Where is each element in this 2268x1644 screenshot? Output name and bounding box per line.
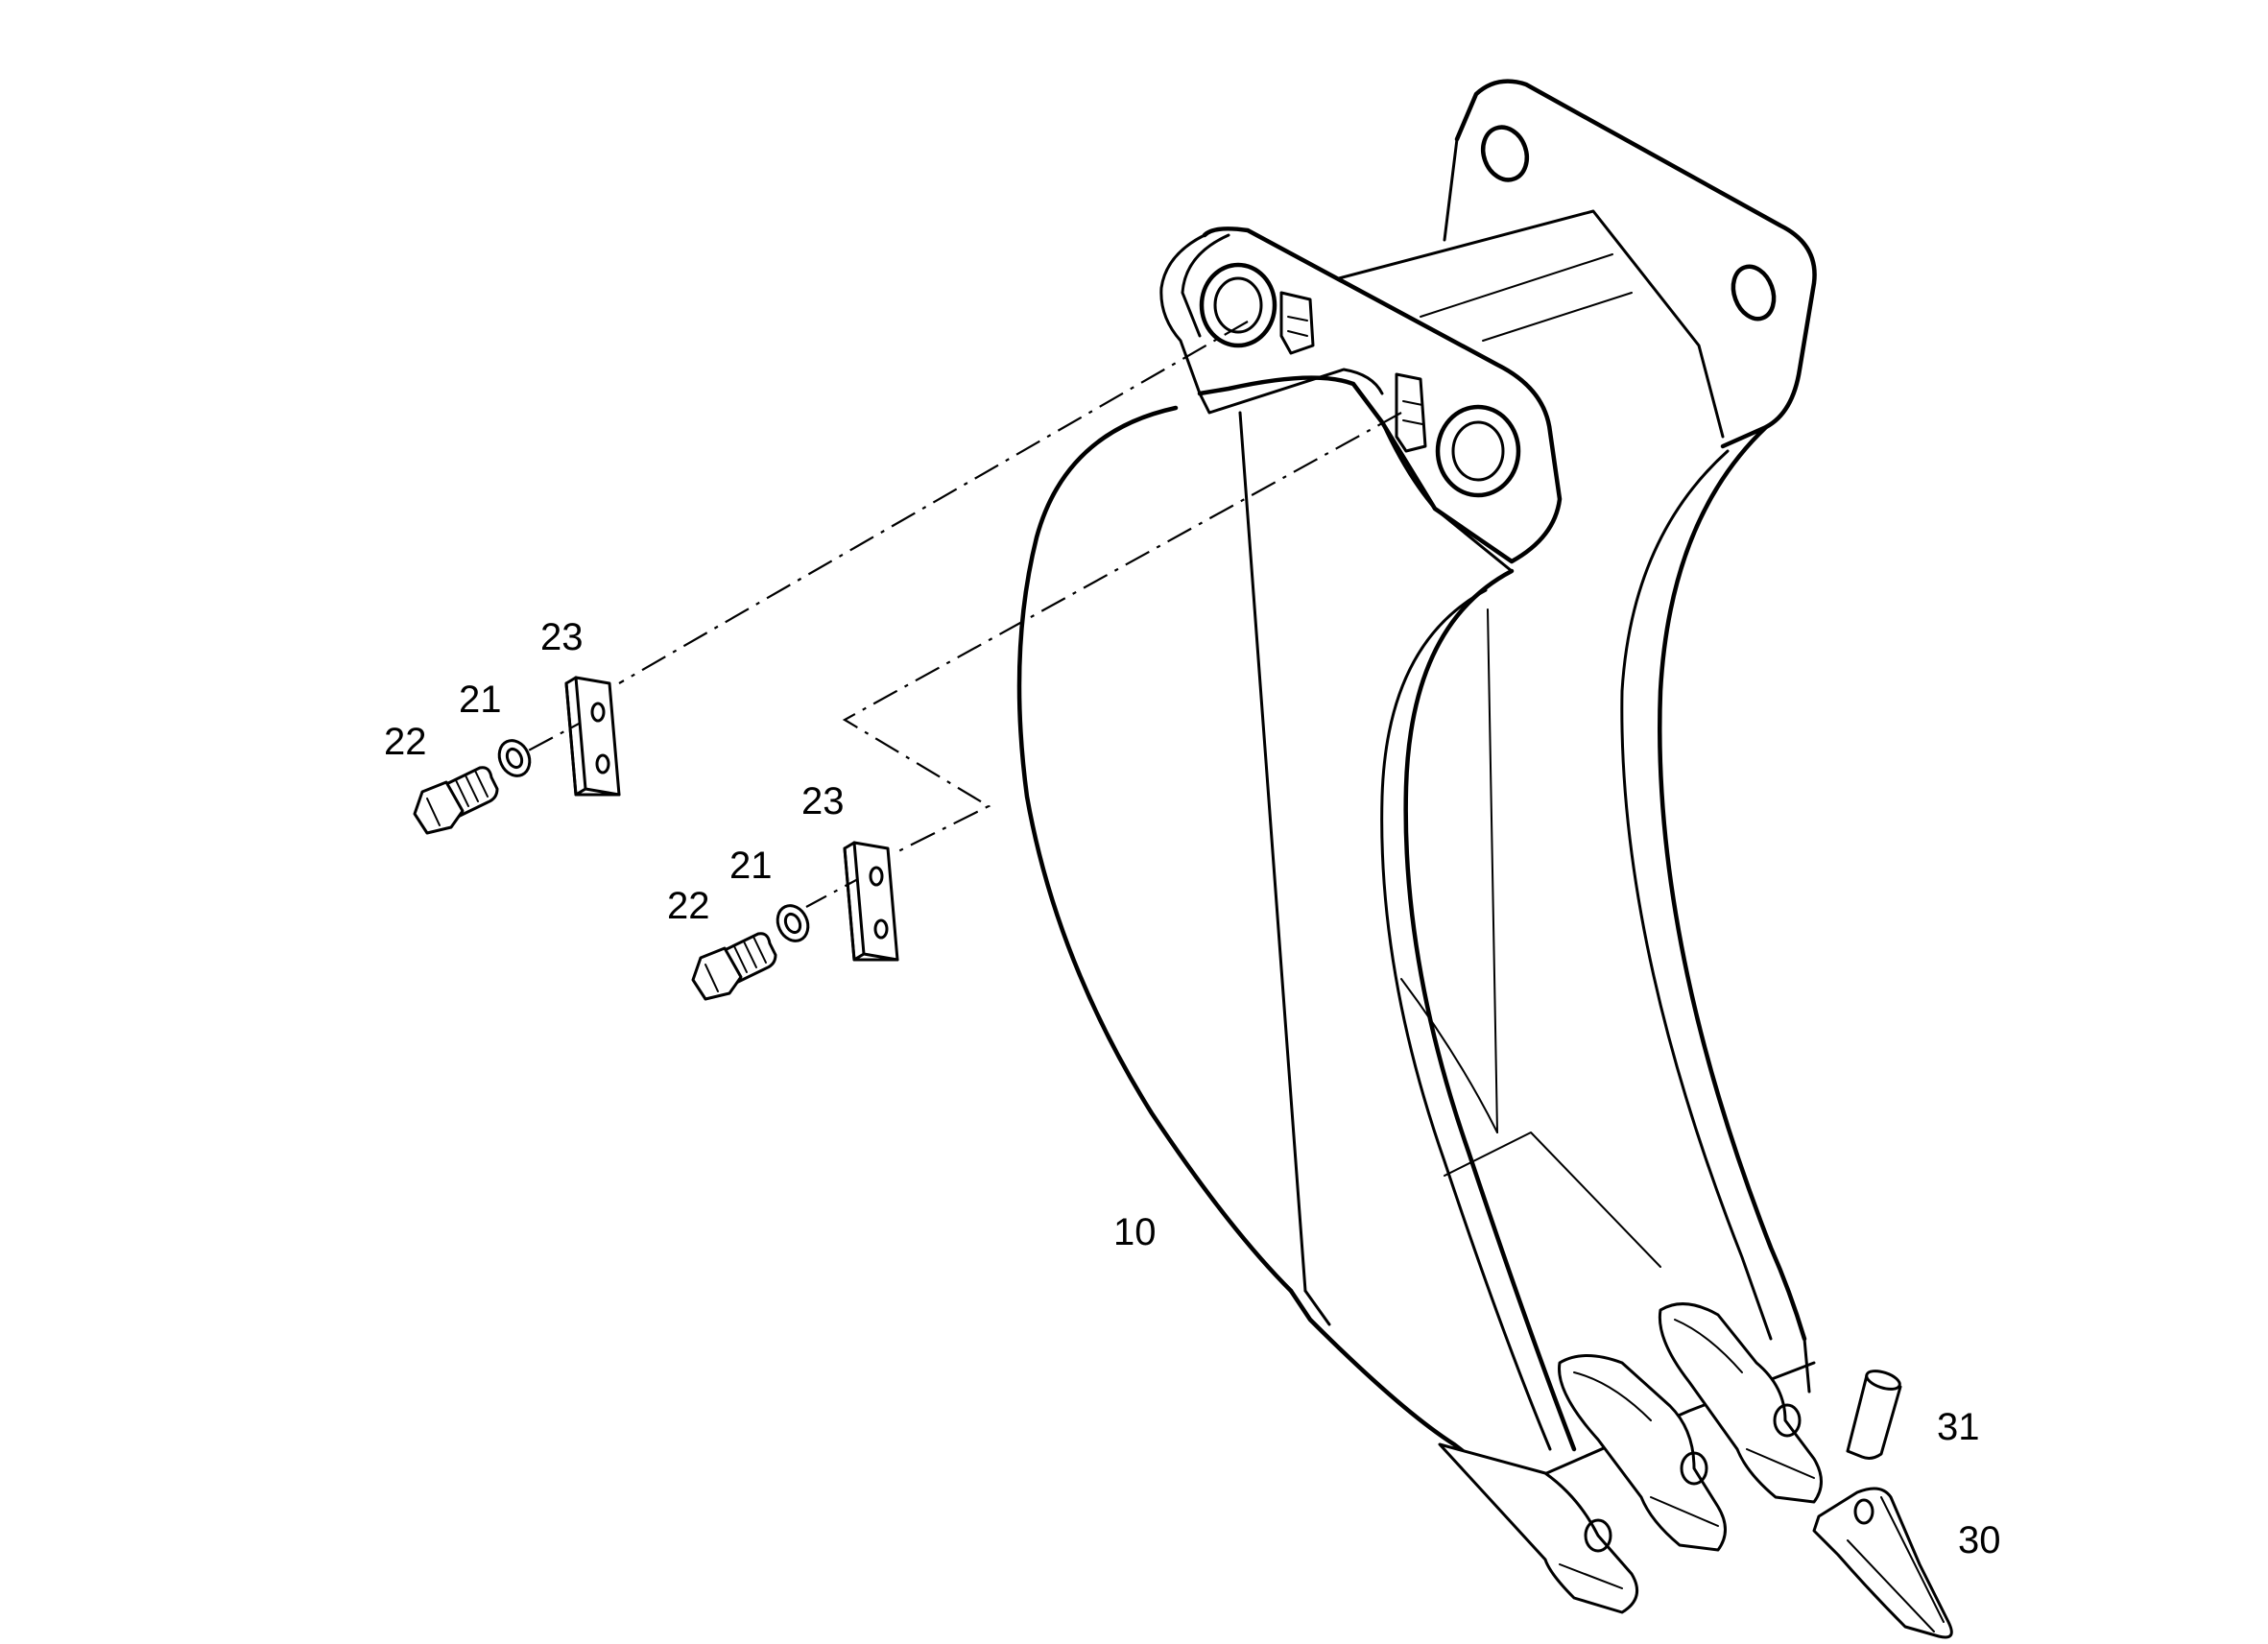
callout-23-upper: 23 <box>540 616 584 658</box>
tooth-adapter-middle <box>1558 1354 1727 1552</box>
callout-21-lower: 21 <box>729 845 773 887</box>
callout-22-upper: 22 <box>384 721 427 763</box>
plate-23-upper <box>564 676 621 797</box>
callout-23-lower: 23 <box>801 780 845 822</box>
washer-21-lower <box>776 904 810 942</box>
tooth-30 <box>1812 1487 1953 1639</box>
callout-21-upper: 21 <box>459 679 502 721</box>
pin-31 <box>1846 1370 1902 1460</box>
callout-30: 30 <box>1958 1519 2001 1561</box>
callout-labels: 10 23 21 22 23 21 22 31 30 <box>384 616 2001 1561</box>
bolt-22-lower <box>691 932 777 1001</box>
bolt-22-upper <box>413 766 499 835</box>
bucket-body <box>1016 79 1817 1543</box>
washer-21-upper <box>497 739 532 777</box>
tooth-adapter-right <box>1658 1302 1823 1504</box>
callout-10: 10 <box>1113 1211 1157 1253</box>
callout-31: 31 <box>1937 1406 1980 1448</box>
callout-22-lower: 22 <box>667 885 710 927</box>
tooth-adapter-left <box>1438 1442 1639 1614</box>
plate-23-lower <box>843 841 899 962</box>
